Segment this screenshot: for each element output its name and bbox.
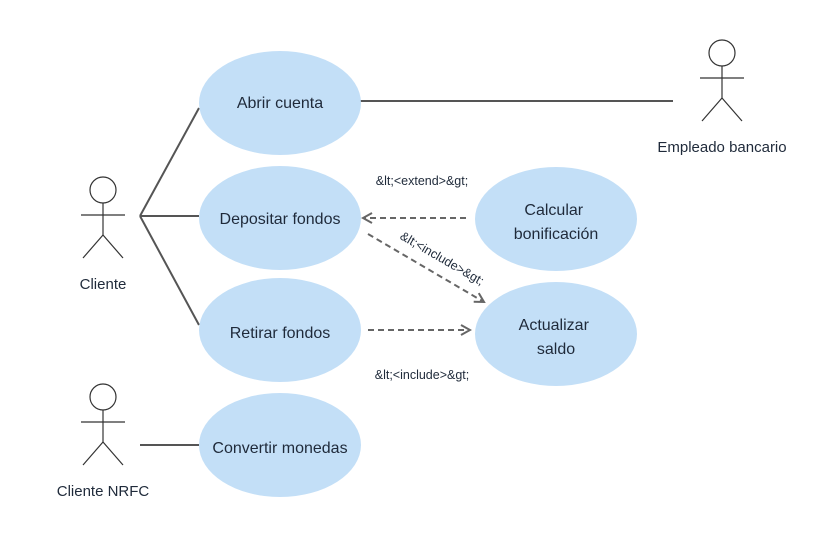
use-case-actualizar-saldo[interactable]: Actualizar saldo bbox=[475, 282, 637, 386]
svg-text:Retirar fondos: Retirar fondos bbox=[230, 325, 331, 342]
use-case-retirar-fondos[interactable]: Retirar fondos bbox=[199, 278, 361, 382]
use-case-label-line1: Actualizar bbox=[519, 317, 590, 334]
stick-figure-icon bbox=[700, 39, 744, 122]
use-case-label: Abrir cuenta bbox=[237, 95, 323, 112]
actor-cliente-nrfc[interactable]: Cliente NRFC bbox=[57, 383, 150, 500]
extend-label: &lt;<extend>&gt; bbox=[376, 174, 468, 188]
include-arrow-depositar bbox=[367, 233, 484, 302]
actor-label: Cliente bbox=[80, 276, 127, 293]
actor-label: Cliente NRFC bbox=[57, 483, 150, 500]
stick-figure-icon bbox=[81, 176, 125, 259]
actor-cliente[interactable]: Cliente bbox=[80, 176, 127, 293]
use-case-label-line1: Calcular bbox=[524, 202, 583, 219]
stick-figure-icon bbox=[81, 383, 125, 466]
assoc-cliente-retirar bbox=[139, 215, 200, 326]
include-label-retirar: &lt;<include>&gt; bbox=[375, 368, 470, 382]
svg-text:Abrir cuenta: Abrir cuenta bbox=[237, 95, 323, 112]
use-case-label-line2: bonificación bbox=[514, 226, 599, 243]
use-case-label: Convertir monedas bbox=[212, 440, 347, 457]
use-case-depositar-fondos[interactable]: Depositar fondos bbox=[199, 166, 361, 270]
use-case-label-line2: saldo bbox=[537, 341, 575, 358]
use-case-convertir-monedas[interactable]: Convertir monedas bbox=[199, 393, 361, 497]
svg-text:Depositar fondos: Depositar fondos bbox=[220, 211, 341, 228]
use-case-label: Retirar fondos bbox=[230, 325, 331, 342]
actor-label: Empleado bancario bbox=[657, 139, 786, 156]
svg-text:Calcular bonificación: Calcular bonificación bbox=[514, 202, 599, 243]
svg-text:Convertir monedas: Convertir monedas bbox=[212, 440, 347, 457]
svg-text:Actualizar saldo: Actualizar saldo bbox=[519, 317, 594, 358]
assoc-cliente-abrir bbox=[139, 107, 200, 217]
include-label-depositar: &lt;<include>&gt; bbox=[398, 229, 487, 288]
use-case-label: Depositar fondos bbox=[220, 211, 341, 228]
use-case-calcular-bonificacion[interactable]: Calcular bonificación bbox=[475, 167, 637, 271]
use-case-abrir-cuenta[interactable]: Abrir cuenta bbox=[199, 51, 361, 155]
actor-empleado-bancario[interactable]: Empleado bancario bbox=[657, 39, 787, 156]
